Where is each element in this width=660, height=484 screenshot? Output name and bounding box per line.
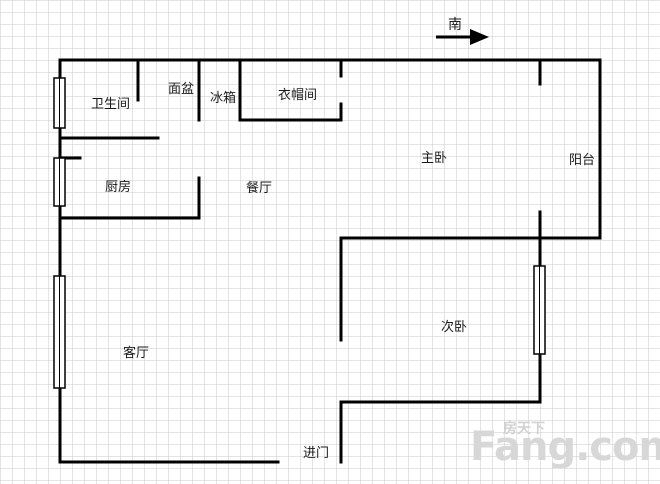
entrance-label: 进门 (303, 446, 330, 461)
watermark-small: 房天下 (503, 421, 545, 437)
watermark: 房天下 Fang.com (470, 418, 660, 478)
room-label-second-bedroom: 次卧 (441, 320, 468, 335)
room-label-fridge: 冰箱 (210, 91, 237, 106)
room-label-cloakroom: 衣帽间 (278, 88, 318, 103)
windows (53, 77, 546, 389)
room-label-bathroom: 卫生间 (91, 97, 131, 112)
room-label-living-room: 客厅 (123, 346, 150, 361)
room-label-dining: 餐厅 (246, 181, 273, 196)
compass-label: 南 (448, 17, 462, 33)
watermark-logo: Fang.com (470, 424, 660, 470)
room-label-master-bedroom: 主卧 (421, 151, 448, 166)
room-label-washbasin: 面盆 (168, 82, 195, 97)
room-label-kitchen: 厨房 (105, 180, 132, 195)
compass-arrow-icon (436, 29, 489, 45)
room-label-balcony: 阳台 (569, 153, 596, 168)
